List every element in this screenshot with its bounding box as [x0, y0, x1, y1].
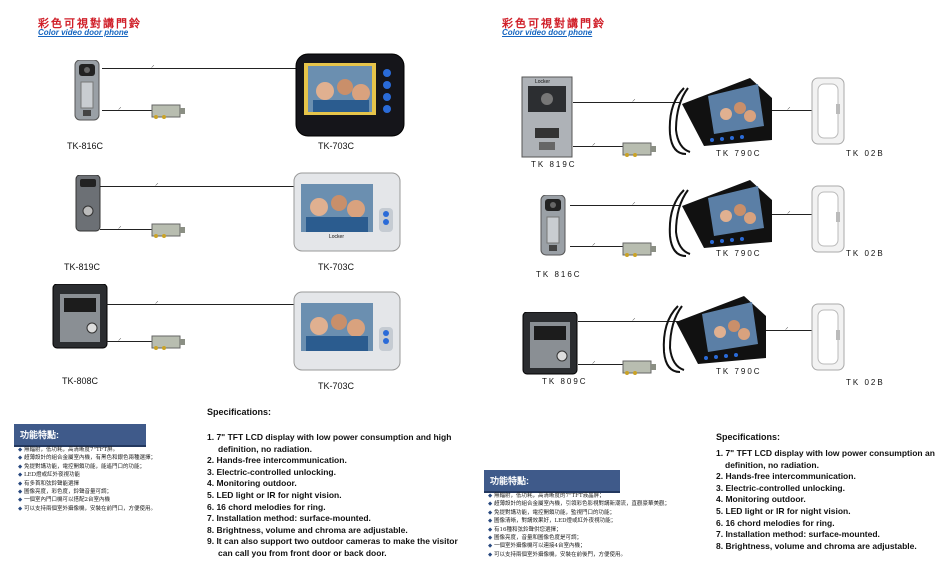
extension-tk02b — [810, 76, 846, 146]
monitor-tk703c-black — [295, 53, 405, 137]
right-title-en: Color video door phone — [502, 28, 593, 37]
model-tk790c-1: TK 790C — [716, 149, 762, 158]
model-tk02b-3: TK 02B — [846, 378, 885, 387]
outdoor-camera-tk816c — [538, 195, 568, 257]
spec-item: 5. LED light or IR for night vision. — [207, 489, 342, 500]
left-title-en: Color video door phone — [38, 28, 129, 37]
feature-item: 圖像亮度，彩色度，鈴聲音量可調； — [18, 488, 198, 496]
left-features-title: 功能特點: — [14, 424, 146, 447]
right-features-title: 功能特點: — [484, 470, 620, 493]
monitor-brand: Locker — [329, 234, 345, 240]
extension-tk02b — [810, 184, 846, 254]
feature-item: 無輻射，低功耗，高清晰度的7"TFT液晶屏； — [488, 492, 712, 500]
right-spec-title: Specifications: — [716, 432, 781, 442]
feature-item: 無輻射，低功耗，高清晰度7"TFT屏。 — [18, 446, 198, 454]
right-features-list: 無輻射，低功耗，高清晰度的7"TFT液晶屏； 超薄設計的組合金屬室內機，引領彩色… — [488, 492, 712, 559]
spec-item: 3. Electric-controlled unlocking. — [716, 482, 845, 493]
feature-item: 有多首和弦鈴聲能選擇 — [18, 480, 198, 488]
left-features-list: 無輻射，低功耗，高清晰度7"TFT屏。 超薄設計的組合金屬室內機，有黑色和銀色兩… — [18, 446, 198, 513]
spec-item: 4. Monitoring outdoor. — [716, 494, 806, 505]
feature-item: 圖像清晰，對講效果好，LED燈或紅外夜視功能； — [488, 517, 712, 525]
camera-brand: Locker — [535, 79, 551, 85]
electric-lock — [621, 140, 657, 158]
spec-item: 5. LED light or IR for night vision. — [716, 505, 851, 516]
spec-item: 1. 7" TFT LCD display with low power con… — [716, 448, 935, 458]
spec-item: 4. Monitoring outdoor. — [207, 478, 297, 489]
model-tk819c-r: TK 819C — [531, 160, 577, 169]
model-tk809c-r: TK 809C — [542, 377, 588, 386]
feature-item: 超薄設計的組合金屬室內機，引領彩色影視對講新潮流，直觀豪華美觀； — [488, 500, 712, 508]
right-spec-list: 1. 7" TFT LCD display with low power con… — [716, 448, 935, 552]
feature-item: 可以支持兩個室外攝像機，安裝在前門口，方便使用。 — [18, 505, 198, 513]
model-tk790c-3: TK 790C — [716, 367, 762, 376]
spec-item: 3. Electric-controlled unlocking. — [207, 466, 336, 477]
model-tk790c-2: TK 790C — [716, 249, 762, 258]
electric-lock — [150, 221, 186, 239]
model-tk703c-3: TK-703C — [318, 381, 355, 391]
feature-item: 免提對講功能，電控開鎖功能，能遙門口的功能； — [18, 463, 198, 471]
model-tk819c: TK-819C — [64, 262, 101, 272]
monitor-tk790c — [664, 74, 774, 160]
electric-lock — [150, 333, 186, 351]
right-title-cn: 彩色可視對講門鈴 — [502, 17, 606, 30]
spec-item: 1. 7" TFT LCD display with low power con… — [207, 432, 452, 442]
electric-lock — [621, 240, 657, 258]
monitor-tk703c-silver-2 — [293, 291, 401, 371]
spec-item: 8. Brightness, volume and chroma are adj… — [716, 540, 917, 551]
spec-item: 2. Hands-free intercommunication. — [716, 471, 856, 482]
spec-item: can call you from front door or back doo… — [218, 547, 387, 558]
left-spec-title: Specifications: — [207, 407, 272, 417]
spec-item: definition, no radiation. — [218, 443, 312, 454]
model-tk816c: TK-816C — [67, 141, 104, 151]
model-tk703c-2: TK-703C — [318, 262, 355, 272]
outdoor-camera-tk816c — [72, 60, 102, 122]
left-title-cn: 彩色可視對講門鈴 — [38, 17, 142, 30]
feature-item: LED燈或紅外夜視功能 — [18, 471, 198, 479]
monitor-tk790c — [658, 292, 768, 378]
outdoor-camera-tk819c — [74, 175, 102, 233]
electric-lock — [150, 102, 186, 120]
feature-item: 超薄設計的組合金屬室內機，有黑色和銀色兩種選擇； — [18, 454, 198, 462]
outdoor-camera-tk819c: Locker — [521, 76, 573, 158]
feature-item: 免提對講功能，電控開鎖功能，監視門口的功能； — [488, 509, 712, 517]
spec-item: 8. Brightness, volume and chroma are adj… — [207, 524, 408, 535]
feature-item: 圖像亮度，音量和圖像色度是可調； — [488, 534, 712, 542]
feature-item: 一個室內門口機可以搭配2台室內機 — [18, 496, 198, 504]
left-spec-list: 1. 7" TFT LCD display with low power con… — [207, 432, 458, 560]
extension-tk02b — [810, 302, 846, 372]
model-tk816c-r: TK 816C — [536, 270, 582, 279]
spec-item: 7. Installation method: surface-mounted. — [207, 513, 371, 524]
spec-item: 7. Installation method: surface-mounted. — [716, 529, 880, 540]
outdoor-camera-tk809c — [522, 312, 578, 376]
monitor-tk703c-silver: Locker — [293, 172, 401, 252]
electric-lock — [621, 358, 657, 376]
spec-item: 6. 16 chord melodies for ring. — [716, 517, 835, 528]
model-tk02b-1: TK 02B — [846, 149, 885, 158]
spec-item: 2. Hands-free intercommunication. — [207, 455, 347, 466]
feature-item: 一個室外攝像機可以連接4台室內機； — [488, 542, 712, 550]
feature-item: 可以支持兩個室外攝像機，安裝在前後門，方便使用。 — [488, 551, 712, 559]
spec-item: 9. It can also support two outdoor camer… — [207, 536, 458, 547]
spec-item: 6. 16 chord melodies for ring. — [207, 501, 326, 512]
outdoor-camera-tk808c — [52, 284, 108, 350]
monitor-tk790c — [664, 176, 774, 262]
model-tk02b-2: TK 02B — [846, 249, 885, 258]
spec-item: definition, no radiation. — [725, 459, 819, 470]
feature-item: 有16種和弦鈴聲供您選擇； — [488, 526, 712, 534]
model-tk703c-1: TK-703C — [318, 141, 355, 151]
model-tk808c: TK-808C — [62, 376, 99, 386]
